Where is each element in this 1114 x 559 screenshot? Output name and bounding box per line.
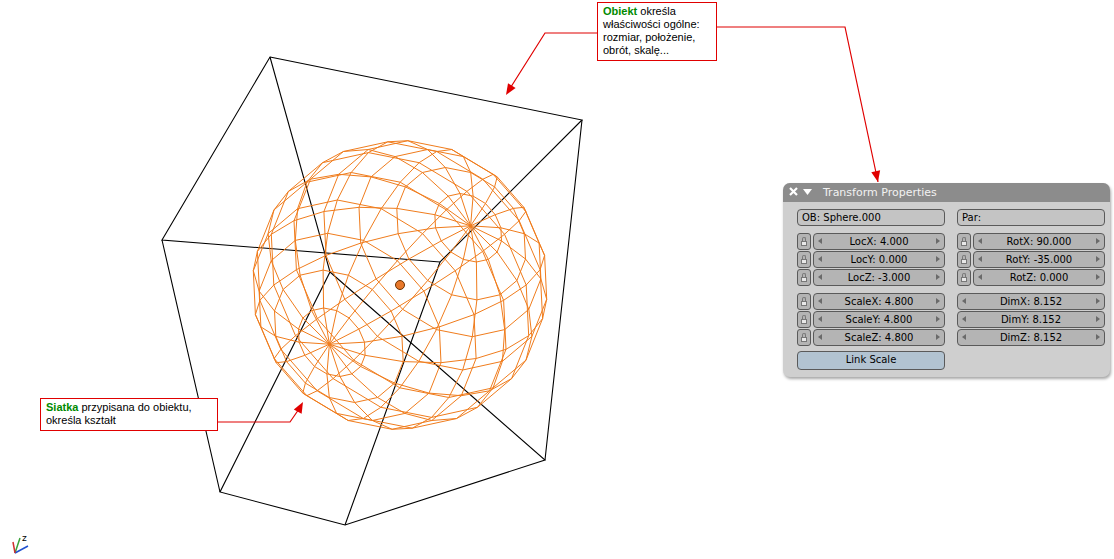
field-arrow: [978, 274, 982, 280]
field-label: DimZ: 8.152: [1000, 332, 1062, 343]
field-arrow: [1096, 316, 1100, 322]
number-field: ScaleY: 4.800: [813, 311, 945, 328]
lock-icon: [797, 233, 811, 250]
field-label: RotX: 90.000: [1007, 236, 1072, 247]
panel-header: Transform Properties: [783, 183, 1110, 202]
axis-label: z: [22, 533, 27, 543]
field-arrow: [936, 238, 940, 244]
number-field: LocY: 0.000: [813, 251, 945, 268]
lock-icon: [957, 251, 971, 268]
text-field: Par:: [957, 209, 1105, 226]
field-arrow: [818, 256, 822, 262]
field-label: Par:: [962, 212, 981, 223]
lock-icon: [797, 311, 811, 328]
field-arrow: [1096, 274, 1100, 280]
field-arrow: [936, 334, 940, 340]
panel-title: Transform Properties: [823, 185, 937, 200]
number-field: DimY: 8.152: [957, 311, 1105, 328]
field-label: DimX: 8.152: [1000, 296, 1062, 307]
field-label: Link Scale: [846, 354, 897, 365]
field-arrow: [1096, 334, 1100, 340]
field-label: RotZ: 0.000: [1010, 272, 1069, 283]
field-label: LocZ: -3.000: [848, 272, 911, 283]
field-arrow: [818, 316, 822, 322]
number-field: ScaleZ: 4.800: [813, 329, 945, 346]
callout-keyword: Obiekt: [603, 5, 637, 17]
field-arrow: [936, 274, 940, 280]
object-origin: [396, 281, 405, 290]
number-field: LocZ: -3.000: [813, 269, 945, 286]
field-arrow: [978, 238, 982, 244]
number-field: RotY: -35.000: [973, 251, 1105, 268]
lock-icon: [797, 293, 811, 310]
lock-icon: [957, 269, 971, 286]
sphere-mesh: [253, 141, 546, 430]
panel-header-icons: [783, 183, 819, 202]
field-arrow: [962, 334, 966, 340]
lock-icon: [957, 233, 971, 250]
number-field: DimX: 8.152: [957, 293, 1105, 310]
field-arrow: [978, 256, 982, 262]
field-label: LocX: 4.000: [849, 236, 908, 247]
leader-lines: [218, 33, 597, 422]
field-arrow: [818, 334, 822, 340]
field-label: OB: Sphere.000: [802, 212, 881, 223]
text-field: OB: Sphere.000: [797, 209, 945, 226]
field-arrow: [818, 298, 822, 304]
field-arrow: [936, 256, 940, 262]
number-field: RotZ: 0.000: [973, 269, 1105, 286]
callout-box: Obiektokreśla właściwości ogólne: rozmia…: [597, 2, 717, 61]
callout-box: Siatkaprzypisana do obiektu, określa ksz…: [40, 398, 218, 431]
leader-line: [717, 27, 878, 182]
lock-icon: [797, 329, 811, 346]
field-arrow: [1096, 256, 1100, 262]
field-label: ScaleZ: 4.800: [845, 332, 914, 343]
number-field: LocX: 4.000: [813, 233, 945, 250]
field-label: RotY: -35.000: [1006, 254, 1072, 265]
number-field: RotX: 90.000: [973, 233, 1105, 250]
leader-connector: [717, 27, 880, 182]
number-field: DimZ: 8.152: [957, 329, 1105, 346]
field-arrow: [818, 274, 822, 280]
field-label: ScaleY: 4.800: [846, 314, 913, 325]
arrowhead: [871, 170, 880, 182]
properties-panel: Transform PropertiesOB: Sphere.000 Par: Lo…: [783, 183, 1110, 377]
lock-icon: [797, 269, 811, 286]
field-arrow: [936, 298, 940, 304]
toggle-button: Link Scale: [797, 351, 945, 370]
lock-icon: [797, 251, 811, 268]
field-label: DimY: 8.152: [1001, 314, 1061, 325]
number-field: ScaleX: 4.800: [813, 293, 945, 310]
field-label: LocY: 0.000: [851, 254, 908, 265]
field-arrow: [962, 298, 966, 304]
field-label: ScaleX: 4.800: [845, 296, 914, 307]
leader-arrowhead: [506, 83, 516, 95]
field-arrow: [962, 316, 966, 322]
field-arrow: [1096, 238, 1100, 244]
field-arrow: [936, 316, 940, 322]
field-arrow: [818, 238, 822, 244]
leader-arrowhead: [294, 402, 303, 414]
field-arrow: [1096, 298, 1100, 304]
bounding-cube: [162, 57, 582, 525]
callout-keyword: Siatka: [46, 401, 78, 413]
